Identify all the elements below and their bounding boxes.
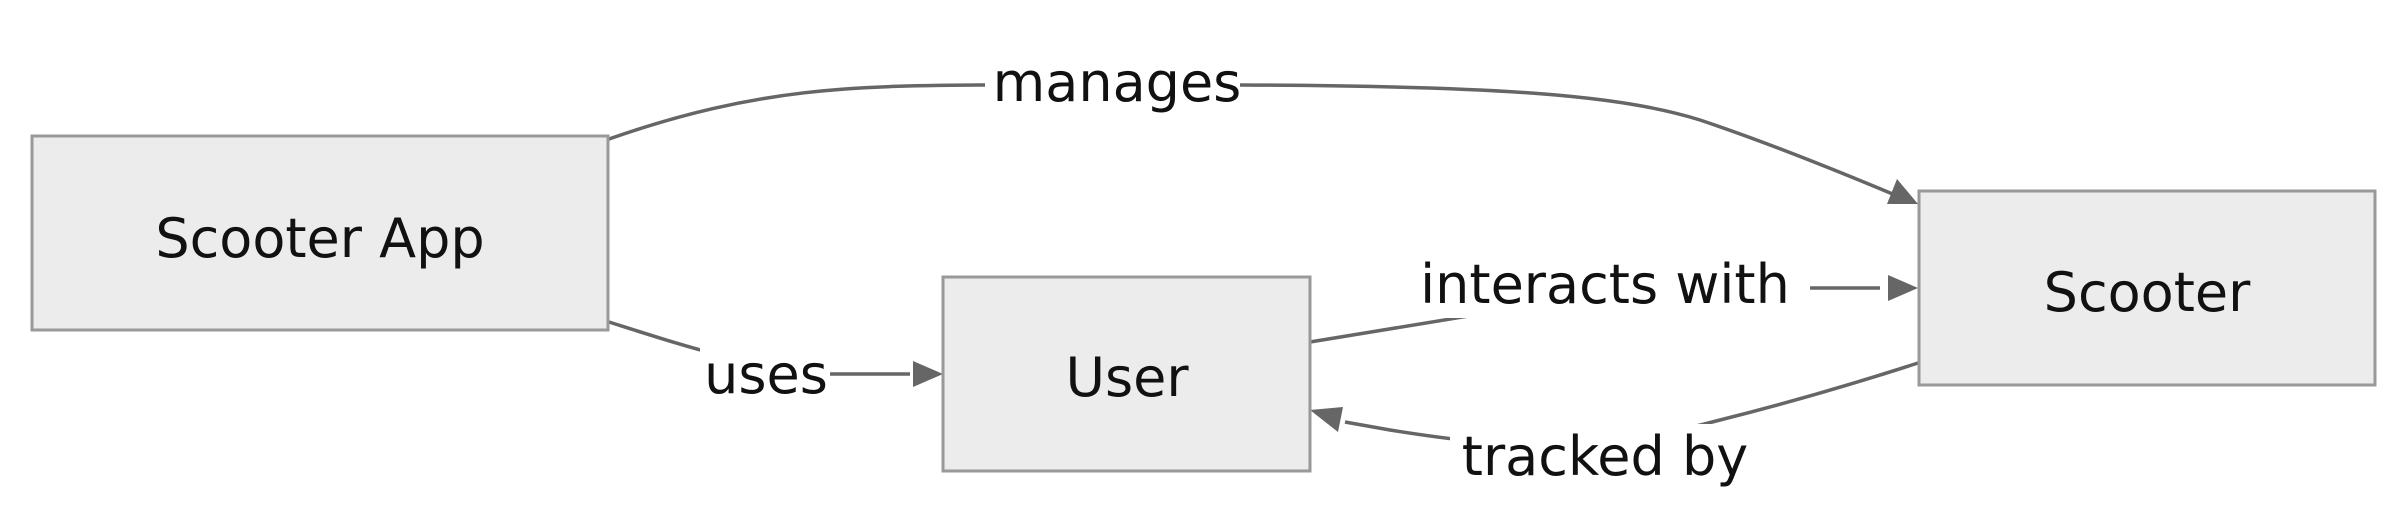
- edge-manages-label-bg: [985, 50, 1240, 116]
- edge-tracked-by-label-bg: [1450, 424, 1760, 490]
- node-scooter-app-label: Scooter App: [155, 207, 484, 270]
- node-scooter-label: Scooter: [2044, 261, 2251, 324]
- node-scooter-box: [1917, 189, 2377, 387]
- node-scooter[interactable]: Scooter: [1917, 189, 2377, 387]
- node-scooter-app[interactable]: Scooter App: [30, 134, 610, 332]
- edge-manages-label: manages: [993, 51, 1242, 114]
- edge-interacts-with-arrowhead: [1888, 275, 1918, 301]
- node-user[interactable]: User: [941, 275, 1312, 473]
- node-user-box: [941, 275, 1312, 473]
- edge-manages-arrowhead: [1887, 179, 1918, 204]
- edge-tracked-by: tracked by: [1310, 361, 1919, 490]
- edge-uses-label-bg: [700, 342, 830, 408]
- node-scooter-app-box: [30, 134, 610, 332]
- edge-interacts-with-label-bg: [1400, 252, 1810, 318]
- edge-interacts-with: interacts with: [1309, 252, 1918, 344]
- edge-manages-line: [608, 83, 1896, 197]
- edge-uses: uses: [608, 320, 943, 408]
- edge-tracked-by-label: tracked by: [1462, 425, 1748, 488]
- edge-uses-label: uses: [704, 343, 828, 406]
- edge-interacts-with-label: interacts with: [1420, 253, 1790, 316]
- node-user-label: User: [1065, 346, 1189, 409]
- edge-uses-arrowhead: [913, 361, 943, 387]
- edge-manages: manages: [608, 50, 1918, 204]
- edge-tracked-by-arrowhead: [1310, 407, 1343, 432]
